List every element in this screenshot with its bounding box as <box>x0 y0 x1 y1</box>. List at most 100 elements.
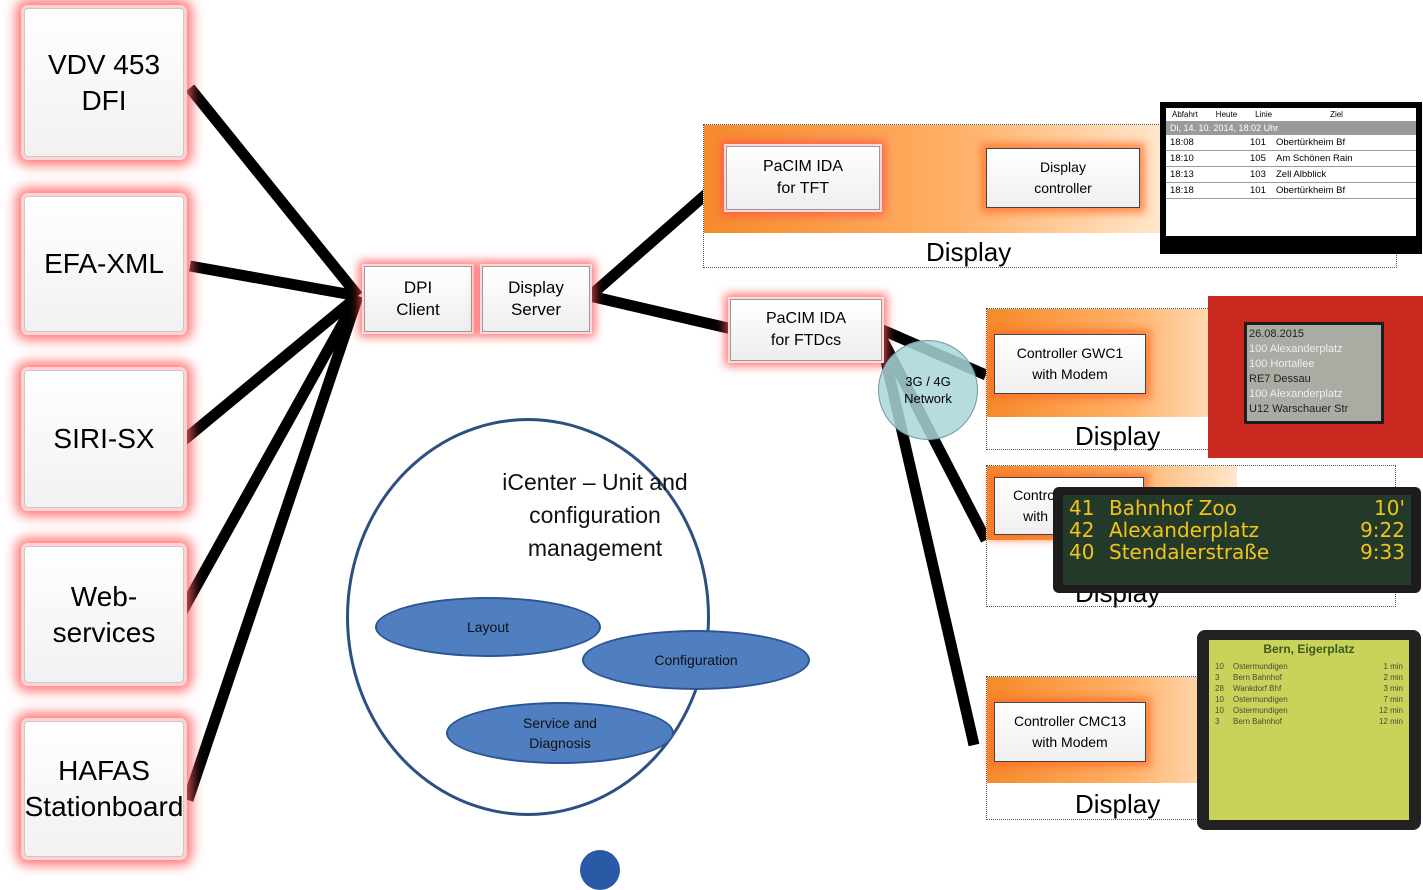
led-time: 10' <box>1374 496 1405 520</box>
led-row: 42 Alexanderplatz 9:22 <box>1069 519 1405 541</box>
gwc1-line: U12 Warschauer Str <box>1249 403 1349 415</box>
gwc1-line: 100 Alexanderplatz <box>1249 343 1343 355</box>
tft-row: 18:10 105 Am Schönen Rain <box>1166 151 1416 167</box>
led-dest: Alexanderplatz <box>1109 518 1260 542</box>
display-label: Display <box>926 237 1012 267</box>
cmc13-line: 10 <box>1215 706 1224 715</box>
tft-line: 105 <box>1250 153 1266 164</box>
pacim-tft-label: PaCIM IDA for TFT <box>762 158 843 197</box>
line-ftdcs <box>588 290 734 335</box>
cmc13-time: 1 min <box>1383 662 1403 671</box>
cmc13-title: Bern, Eigerplatz <box>1263 642 1355 656</box>
display-controller-box: Display controller <box>986 148 1140 208</box>
service-diagnosis-label: Service and Diagnosis <box>523 715 597 751</box>
configuration-label: Configuration <box>654 652 738 668</box>
line-web <box>177 293 363 615</box>
cmc13-dest: Ostermundigen <box>1233 706 1288 715</box>
network-circle: 3G / 4G Network <box>878 340 978 440</box>
cmc13-dest: Bern Bahnhof <box>1233 673 1282 682</box>
gwc1-line: 100 Alexanderplatz <box>1249 388 1343 400</box>
cmc13-time: 3 min <box>1383 684 1403 693</box>
source-label: Web- services <box>52 580 156 648</box>
line-efa <box>189 260 359 302</box>
gwc1-line: 26.08.2015 <box>1249 328 1305 340</box>
layout-label: Layout <box>466 619 510 635</box>
tft-date: Di, 14. 10. 2014, 18:02 Uhr <box>1170 123 1279 133</box>
tft-header: Heute <box>1215 110 1238 119</box>
source-efa-xml: EFA-XML <box>24 196 184 332</box>
line-siri <box>180 291 362 445</box>
led-line: 42 <box>1069 518 1095 542</box>
source-hafas: HAFAS Stationboard <box>24 721 184 857</box>
tft-header-row: Abfahrt Heute Linie Ziel <box>1166 108 1416 121</box>
source-webservices: Web- services <box>24 546 184 683</box>
gwc1-line: 100 Hortallee <box>1249 358 1315 370</box>
configuration-ellipse: Configuration <box>582 630 810 690</box>
source-label: VDV 453 DFI <box>47 48 161 116</box>
tft-line: 103 <box>1250 169 1266 180</box>
pacim-tft-box: PaCIM IDA for TFT <box>726 146 880 210</box>
cmc13-dest: Ostermundigen <box>1233 662 1288 671</box>
cmc13-line: 10 <box>1215 695 1224 704</box>
cmc13-time: 12 min <box>1378 717 1403 726</box>
line-hafas <box>182 294 364 802</box>
gwc1-screen-content: 26.08.2015 100 Alexanderplatz 100 Hortal… <box>1247 325 1381 421</box>
display-label: Display <box>1075 421 1161 451</box>
led-line: 40 <box>1069 540 1095 564</box>
dpi-client-box: DPI Client <box>364 266 472 332</box>
controller-gwc1-label: Controller GWC1 with Modem <box>1016 345 1124 382</box>
cmc13-dest: Ostermundigen <box>1233 695 1288 704</box>
source-siri-sx: SIRI-SX <box>24 370 184 508</box>
tft-dest: Obertürkheim Bf <box>1276 137 1346 148</box>
cmc13-row: 10 Ostermundigen 12 min <box>1215 705 1403 716</box>
source-label: SIRI-SX <box>53 423 155 454</box>
cmc13-row: 3 Bern Bahnhof 12 min <box>1215 716 1403 727</box>
icenter-title: iCenter – Unit and configuration managem… <box>502 469 688 561</box>
pacim-ftdcs-label: PaCIM IDA for FTDcs <box>765 310 846 349</box>
tft-screen-content: Abfahrt Heute Linie Ziel Di, 14. 10. 201… <box>1166 108 1416 236</box>
tft-time: 18:18 <box>1170 185 1194 196</box>
display-controller-label: Display controller <box>1034 159 1092 196</box>
cmc13-time: 12 min <box>1378 706 1403 715</box>
network-label: 3G / 4G Network <box>904 374 952 406</box>
led-dest: Stendalerstraße <box>1109 540 1270 564</box>
cmc13-line: 3 <box>1215 717 1220 726</box>
tft-time: 18:08 <box>1170 137 1194 148</box>
led-time: 9:22 <box>1360 518 1405 542</box>
tft-row: 18:18 101 Obertürkheim Bf <box>1166 183 1416 199</box>
cmc13-time: 7 min <box>1383 695 1403 704</box>
tft-row: 18:08 101 Obertürkheim Bf <box>1166 135 1416 151</box>
cmc13-line: 10 <box>1215 662 1224 671</box>
controller-cmc13-box: Controller CMC13 with Modem <box>994 702 1146 762</box>
tft-screen: Abfahrt Heute Linie Ziel Di, 14. 10. 201… <box>1160 102 1422 254</box>
gwc1-screen: 26.08.2015 100 Alexanderplatz 100 Hortal… <box>1244 322 1384 424</box>
tft-dest: Obertürkheim Bf <box>1276 185 1346 196</box>
led-row: 40 Stendalerstraße 9:33 <box>1069 541 1405 563</box>
tft-line: 101 <box>1250 185 1266 196</box>
source-label: HAFAS Stationboard <box>24 755 184 822</box>
tft-dest: Zell Albblick <box>1276 169 1327 180</box>
tft-header: Linie <box>1255 110 1273 119</box>
cmc13-dest: Bern Bahnhof <box>1233 717 1282 726</box>
pacim-ftdcs-box: PaCIM IDA for FTDcs <box>730 299 882 361</box>
led-time: 9:33 <box>1360 540 1405 564</box>
led-line: 41 <box>1069 496 1095 520</box>
display-server-label: Display Server <box>508 278 564 319</box>
tft-dest: Am Schönen Rain <box>1276 153 1353 164</box>
cmc13-row: 10 Ostermundigen 1 min <box>1215 661 1403 672</box>
line-vdv <box>185 84 363 300</box>
service-diagnosis-ellipse: Service and Diagnosis <box>446 702 674 764</box>
tft-time: 18:10 <box>1170 153 1194 164</box>
cmc13-time: 2 min <box>1383 673 1403 682</box>
display-label: Display <box>1075 789 1161 819</box>
gwc1-line: RE7 Dessau <box>1249 373 1311 385</box>
tft-header: Ziel <box>1330 110 1343 119</box>
tft-line: 101 <box>1250 137 1266 148</box>
source-vdv453: VDV 453 DFI <box>24 8 184 157</box>
